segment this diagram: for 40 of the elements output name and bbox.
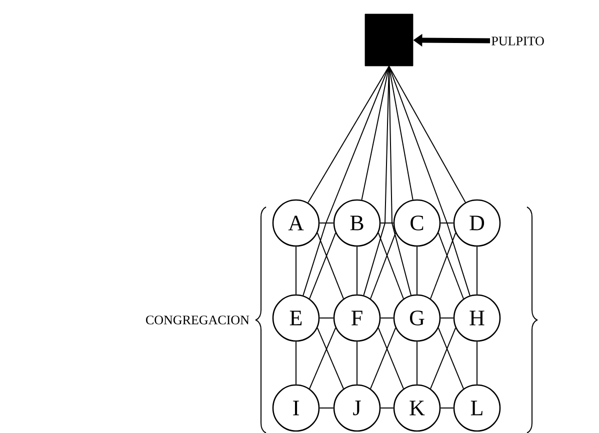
- circle-node: B: [333, 199, 381, 247]
- connector-line: [356, 246, 358, 295]
- circle-node: I: [272, 384, 320, 432]
- connector-line: [316, 232, 344, 300]
- connector-line: [476, 341, 478, 385]
- connector-line: [430, 232, 456, 300]
- connector-line: [308, 66, 390, 204]
- connector-line: [476, 246, 478, 295]
- connector-line: [380, 222, 394, 224]
- congregation-label: CONGREGACION: [146, 316, 250, 324]
- connector-line: [370, 327, 396, 390]
- connector-line: [316, 327, 344, 390]
- circle-node: J: [333, 384, 381, 432]
- connector-line: [302, 66, 390, 296]
- circle-node: F: [333, 294, 381, 342]
- circle-node: C: [393, 199, 441, 247]
- circle-node: E: [272, 294, 320, 342]
- connector-line: [356, 341, 358, 385]
- pulpit-label: PULPITO: [492, 36, 544, 46]
- circle-node: D: [453, 199, 501, 247]
- circle-node: A: [272, 199, 320, 247]
- connector-line: [319, 222, 334, 224]
- circle-node: H: [453, 294, 501, 342]
- connector-line: [416, 341, 418, 385]
- connector-line: [378, 327, 404, 390]
- pulpit-square: [364, 14, 414, 66]
- connector-line: [388, 66, 466, 203]
- connector-line: [430, 327, 456, 390]
- connector-line: [309, 327, 336, 390]
- circle-node: K: [393, 384, 441, 432]
- connector-line: [370, 232, 396, 300]
- connector-line: [388, 66, 470, 296]
- connector-line: [416, 246, 418, 295]
- connector-line: [440, 222, 454, 224]
- circle-node: L: [453, 384, 501, 432]
- connector-line: [438, 327, 464, 390]
- connector-line: [438, 232, 464, 300]
- connector-line: [378, 232, 404, 300]
- circle-node: G: [393, 294, 441, 342]
- connector-line: [309, 232, 336, 300]
